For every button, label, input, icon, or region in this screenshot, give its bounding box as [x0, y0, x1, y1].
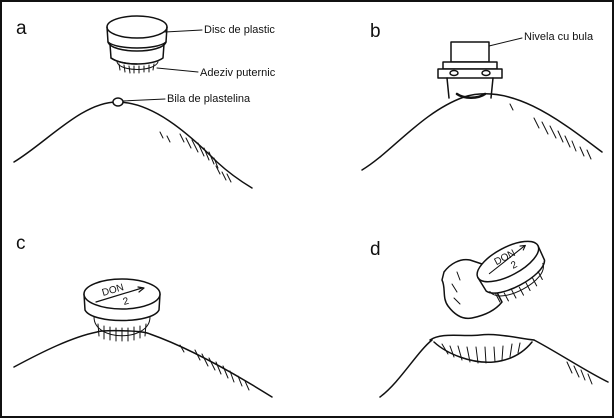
plastic-disc: [106, 15, 168, 65]
hill-hatching: [566, 361, 593, 385]
hill-hatching: [509, 103, 592, 160]
disc-c: [83, 278, 161, 322]
adhesive-collar: [93, 316, 151, 342]
label-strong-adhesive: Adeziv puternic: [200, 67, 276, 79]
label-plasticine-ball: Bila de plastelina: [167, 93, 251, 105]
hill-hatching: [179, 344, 250, 391]
label-plastic-disc: Disc de plastic: [204, 24, 275, 36]
leader-disc: [164, 29, 203, 33]
label-bubble-level: Nivela cu bula: [524, 31, 594, 43]
disc-d-marking-bottom: 2: [509, 259, 519, 272]
leader-adhesive: [156, 67, 199, 73]
panel-b: [361, 37, 603, 171]
crater: [429, 333, 535, 364]
panel-label-c: c: [16, 233, 26, 254]
leader-level: [488, 37, 523, 47]
hill-outline: [13, 329, 273, 398]
plasticine-ball: [112, 97, 124, 107]
panel-label-a: a: [16, 18, 27, 39]
bubble-level: [437, 41, 503, 99]
panel-label-b: b: [370, 21, 381, 42]
panel-c: [13, 278, 273, 398]
hill-outline: [13, 101, 253, 189]
panel-a: [13, 15, 253, 189]
adhesive-layer: [116, 61, 159, 74]
hill-outline: [361, 92, 603, 171]
disc-c-marking-bottom: 2: [122, 296, 131, 308]
hill-outline: [379, 339, 433, 398]
leader-ball: [122, 98, 166, 102]
panel-label-d: d: [370, 239, 381, 260]
hill-hatching: [159, 131, 232, 183]
